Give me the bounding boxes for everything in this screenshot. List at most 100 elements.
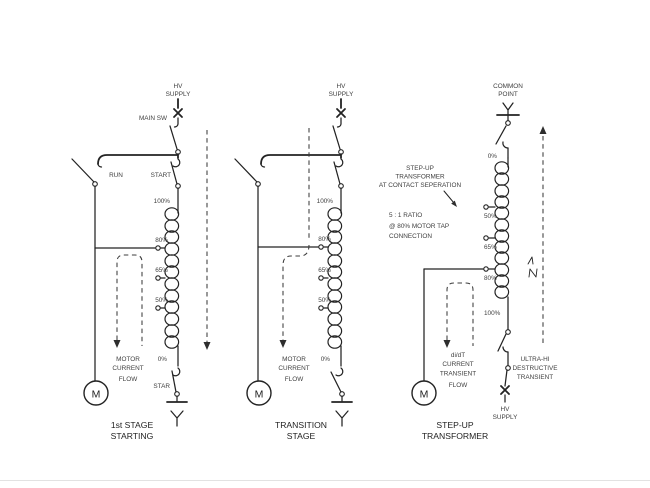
- annotation-ratio-label: 5 : 1 RATIO: [389, 212, 422, 219]
- stage3-autotransformer-coil: [494, 157, 510, 331]
- stage2-motor-label: M: [255, 389, 264, 401]
- stage1-tap-65: [155, 275, 166, 281]
- stage1-supply-flow-path: [203, 130, 211, 350]
- stage1-run-fixed-contact: [97, 163, 103, 168]
- stage2-hv-supply-label: HV: [337, 83, 347, 90]
- stage2-autotransformer-coil: [327, 187, 343, 367]
- annotation-separation-line1: STEP-UP: [406, 165, 434, 172]
- stage1-top-rail: [97, 153, 179, 165]
- stage1-star-point-symbol: [166, 395, 188, 427]
- stage2-tap-65-label: 65%: [318, 267, 331, 274]
- stage2-tap-80: [257, 244, 329, 250]
- annotation-tap-note-line2: CONNECTION: [389, 233, 432, 240]
- stage3-motor-symbol: M: [411, 380, 437, 406]
- stage2-title-line1: TRANSITION: [275, 420, 327, 430]
- stage3-flow-label3: TRANSIENT: [440, 371, 476, 378]
- stage3-transient-zigzag-icon: [527, 256, 534, 265]
- stage3-tap-80-label: 80%: [484, 275, 497, 282]
- stage2-flow-arrow-icon: [279, 340, 287, 348]
- stage2-tap-50-label: 50%: [318, 297, 331, 304]
- stage2-tap-0-label: 0%: [321, 356, 331, 363]
- stage1-supply-flow-arrow-icon: [203, 342, 211, 350]
- stage2-run-switch: [234, 158, 261, 187]
- stage3-flow-label1: di/dT: [451, 352, 465, 359]
- stage1-motor-label: M: [92, 389, 101, 401]
- stage1-hv-supply-label2: SUPPLY: [166, 91, 191, 98]
- stage2-hv-supply-label2: SUPPLY: [329, 91, 354, 98]
- page-bottom-edge: [0, 480, 650, 481]
- stage3-transient-label1: ULTRA-HI: [521, 356, 550, 363]
- annotation-separation-line2: TRANSFORMER: [395, 174, 445, 181]
- annotation-pointer-arrow-icon: [451, 200, 457, 207]
- stage3-tap-80: [423, 266, 496, 272]
- stage3-hv-supply-label: HV: [501, 406, 511, 413]
- stage2-start-switch: [333, 158, 344, 189]
- stage3-transient-zigzag2-icon: [528, 268, 538, 278]
- stage3-transient-label2: DESTRUCTIVE: [512, 365, 557, 372]
- stage3-star-point-symbol: [496, 102, 520, 116]
- stage1-tap-80: [94, 245, 166, 251]
- stage1-flow-label2: CURRENT: [112, 365, 143, 372]
- stage1-title-line2: STARTING: [111, 431, 154, 441]
- stage3-transient-arrow-icon: [539, 126, 547, 134]
- stage1-tap-50-label: 50%: [155, 297, 168, 304]
- annotation-block: STEP-UP TRANSFORMER AT CONTACT SEPERATIO…: [379, 165, 462, 240]
- stage1-tap-80-label: 80%: [155, 237, 168, 244]
- stage1-tap-50: [155, 305, 166, 311]
- stage3-common-point-label2: POINT: [498, 91, 518, 98]
- stage1-supply-x-icon: [173, 108, 183, 118]
- stage2-current-flow-path: [279, 128, 310, 348]
- stage3-title-line2: TRANSFORMER: [422, 431, 488, 441]
- stage3-separation-switch-open: [497, 329, 511, 367]
- stage3-destructive-transient-path: [527, 126, 547, 345]
- stage2-star-switch-open: [330, 367, 345, 397]
- stage3-tap-65-label: 65%: [484, 244, 497, 251]
- stage1-current-flow-path: [113, 254, 143, 348]
- stage2-motor-symbol: M: [246, 380, 272, 406]
- stage3-transient-flow-path: [443, 282, 474, 348]
- stage3-tap-50: [483, 204, 496, 210]
- stage3-transient-label3: TRANSIENT: [517, 374, 553, 381]
- stage2-tap-80-label: 80%: [318, 236, 331, 243]
- stage3-tap-50-label: 50%: [484, 213, 497, 220]
- stage3-flow-label2: CURRENT: [442, 361, 473, 368]
- stage1-title-line1: 1st STAGE: [111, 420, 154, 430]
- stage2-main-switch: [332, 117, 344, 155]
- stage1-autotransformer-coil: [164, 187, 180, 367]
- stage1-tap-0-label: 0%: [158, 356, 168, 363]
- stage1-run-switch: [71, 158, 98, 187]
- stage1-main-switch: [169, 117, 181, 155]
- stage2-run-fixed-contact: [260, 163, 266, 168]
- stage3-tap-65: [483, 235, 496, 241]
- stage1-flow-arrow-icon: [113, 340, 121, 348]
- stage2-supply-x-icon: [336, 108, 346, 118]
- stage3-common-switch-open: [495, 114, 511, 159]
- stage2-top-rail: [260, 153, 342, 165]
- stage3-hv-supply-label2: SUPPLY: [493, 414, 518, 421]
- stage2-star-point-symbol: [331, 395, 353, 427]
- stage2-title-line2: STAGE: [287, 431, 316, 441]
- stage1-hv-supply-label: HV: [174, 83, 184, 90]
- stage3-common-point-label: COMMON: [493, 83, 523, 90]
- stage3-title-line1: STEP-UP: [436, 420, 474, 430]
- stage2-circuit: HV SUPPLY: [234, 83, 354, 441]
- stage3-tap-100-label: 100%: [484, 310, 501, 317]
- stage2-flow-label3: FLOW: [285, 376, 304, 383]
- stage3-flow-label4: FLOW: [449, 382, 468, 389]
- annotation-separation-line3: AT CONTACT SEPERATION: [379, 182, 462, 189]
- stage1-start-label: START: [151, 172, 171, 179]
- stage3-hv-switch: [500, 365, 511, 403]
- stage2-tap-50: [318, 305, 329, 311]
- stage1-flow-label3: FLOW: [119, 376, 138, 383]
- stage1-star-label: STAR: [153, 383, 170, 390]
- stage3-tap-0-label: 0%: [488, 153, 498, 160]
- stage2-tap-65: [318, 275, 329, 281]
- stage3-flow-arrow-icon: [443, 340, 451, 348]
- stage2-flow-label2: CURRENT: [278, 365, 309, 372]
- annotation-tap-note-line1: @ 80% MOTOR TAP: [389, 223, 449, 230]
- stage1-motor-symbol: M: [83, 380, 109, 406]
- stage2-tap-100-label: 100%: [317, 198, 334, 205]
- stage2-flow-label1: MOTOR: [282, 356, 306, 363]
- stage1-flow-label1: MOTOR: [116, 356, 140, 363]
